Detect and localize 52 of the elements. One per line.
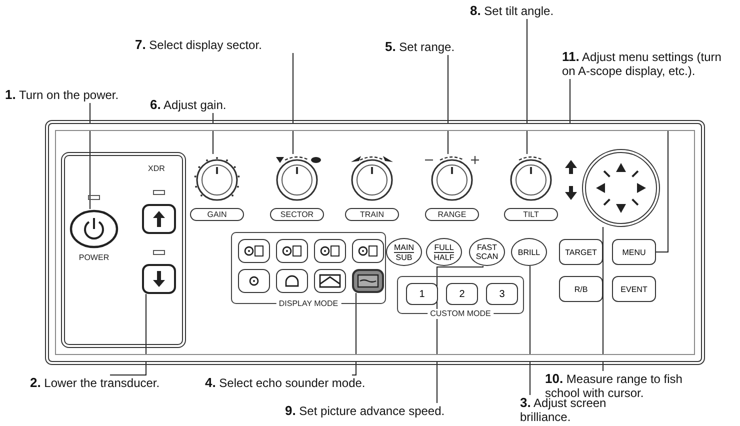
button-label: MAIN: [394, 242, 414, 252]
button-label: HALF: [434, 252, 454, 262]
leader-line: [110, 294, 146, 376]
round-button: [386, 238, 422, 266]
button-label: POWER: [78, 253, 110, 262]
push-button: EVENT: [612, 276, 656, 302]
callout-text: 1. Turn on the power.: [5, 88, 119, 102]
push-button: 1: [406, 283, 438, 305]
push-button: 2: [446, 283, 478, 305]
callout-text: 8. Set tilt angle.: [470, 4, 554, 18]
mode-button: [238, 269, 270, 293]
mode-button: [276, 269, 308, 293]
group-label: CUSTOM MODE: [427, 309, 494, 319]
push-button: MENU: [612, 239, 656, 265]
callout-text: 3. Adjust screen brilliance.: [520, 396, 650, 424]
callout-text: 4. Select echo sounder mode.: [205, 376, 380, 390]
mode-button: [314, 239, 346, 263]
mode-button: [352, 269, 384, 293]
up-arrow-button: [142, 204, 176, 234]
callout-text: 11. Adjust menu settings (turn on A-scope display, etc.).: [562, 50, 727, 78]
mode-button: [314, 269, 346, 293]
leader-line: [292, 52, 294, 154]
knob-label: RANGE: [425, 208, 479, 221]
knob-label: TRAIN: [345, 208, 399, 221]
callout-text: 7. Select display sector.: [135, 38, 262, 52]
knob-label: TILT: [504, 208, 558, 221]
callout-text: 9. Set picture advance speed.: [285, 404, 445, 418]
push-button: R/B: [559, 276, 603, 302]
mode-button: [238, 239, 270, 263]
control-panel: [45, 120, 705, 365]
round-button: [511, 238, 547, 266]
button-label: SUB: [396, 252, 412, 262]
section-label: XDR: [146, 164, 167, 173]
mode-button: [352, 239, 384, 263]
button-label: FAST SCAN: [474, 243, 500, 261]
down-arrow-button: [142, 264, 176, 294]
callout-text: 2. Lower the transducer.: [30, 376, 160, 390]
leader-line: [352, 292, 356, 376]
leader-line: [602, 226, 604, 372]
knob-label: GAIN: [190, 208, 244, 221]
button-label: BRILL: [518, 248, 540, 256]
push-button: 3: [486, 283, 518, 305]
round-button: [426, 238, 462, 266]
callout-text: 6. Adjust gain.: [150, 98, 226, 112]
knob-label: SECTOR: [270, 208, 324, 221]
leader-line: [526, 18, 528, 154]
button-label: FULL: [434, 242, 454, 252]
callout-text: 5. Set range.: [385, 40, 455, 54]
push-button: TARGET: [559, 239, 603, 265]
mode-button: [276, 239, 308, 263]
round-button: [469, 238, 505, 266]
group-label: DISPLAY MODE: [276, 299, 342, 309]
